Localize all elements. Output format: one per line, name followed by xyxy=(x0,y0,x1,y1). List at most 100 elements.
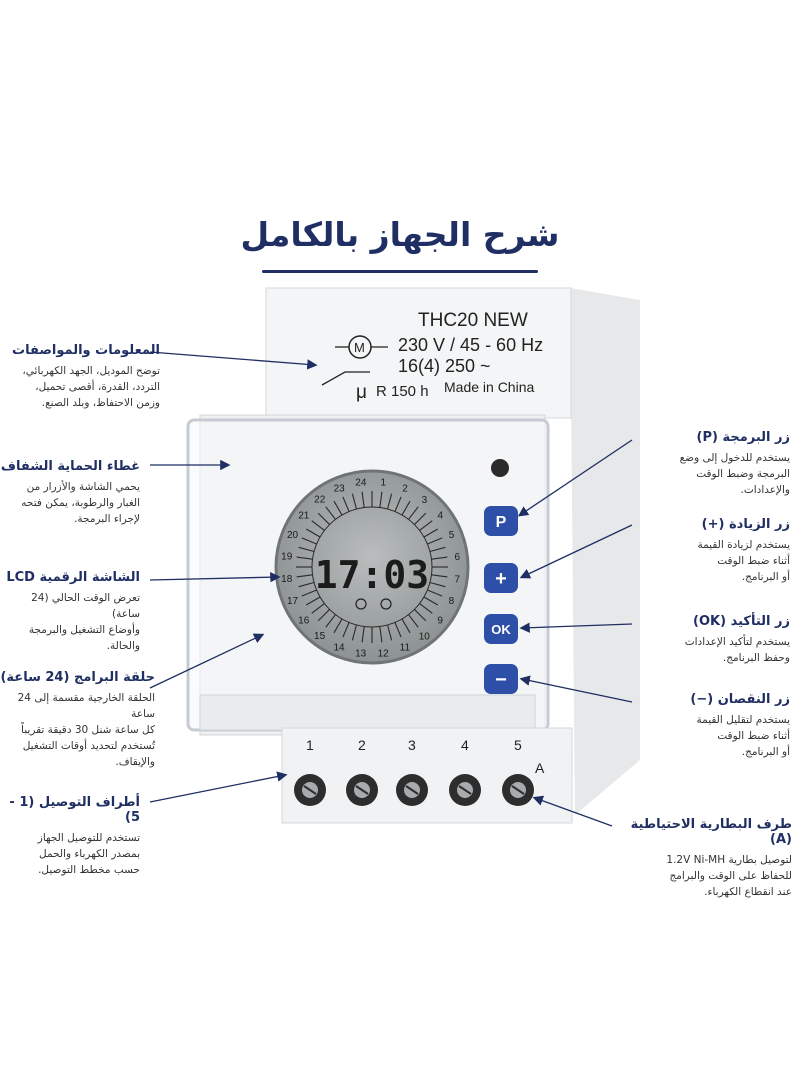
ring-segment xyxy=(301,537,317,545)
ring-segment xyxy=(386,493,393,510)
button-ok-label: OK xyxy=(491,622,511,637)
page-title: شرح الجهاز بالكامل xyxy=(240,215,560,254)
ring-segment xyxy=(311,520,325,531)
annotation-info-line: توضح الموديل، الجهد الكهربائي، xyxy=(22,365,160,377)
reset-knob[interactable] xyxy=(491,459,509,477)
annotation-terminals-title: أطراف التوصيل (1 - 5) xyxy=(9,795,140,825)
device-side xyxy=(570,288,640,815)
ring-segment xyxy=(351,493,358,510)
terminal-screw-slot xyxy=(355,785,369,795)
bulb-icon xyxy=(355,598,367,610)
annotation-plus-line: أثناء ضبط الوقت xyxy=(717,555,790,567)
ring-segment xyxy=(419,520,433,531)
cover-bottom-lip xyxy=(199,694,536,731)
annotation-terminals: أطراف التوصيل (1 - 5) تستخدم للتوصيل الج… xyxy=(0,795,140,878)
annotation-prog-line: يستخدم للدخول إلى وضع xyxy=(679,452,790,464)
annotation-ring-title: حلقة البرامج (24 ساعة) xyxy=(0,670,155,685)
terminal-screw-slot xyxy=(458,785,472,795)
ring-number: 16 xyxy=(298,615,310,626)
leader-ring xyxy=(149,633,265,689)
ring-number: 12 xyxy=(378,648,390,659)
ring-number: 13 xyxy=(355,648,367,659)
annotation-battery-line: عند انقطاع الكهرباء. xyxy=(704,886,792,898)
ring-segment xyxy=(361,626,365,643)
annotation-cover-line: الغبار والرطوبة، يمكن فتحه xyxy=(21,497,140,509)
ring-segment xyxy=(427,537,443,545)
ring-segment xyxy=(379,626,383,643)
ring-segment xyxy=(325,506,336,520)
button-p[interactable]: P xyxy=(484,506,518,536)
annotation-battery-title: طرف البطارية الاحتياطية (A) xyxy=(630,817,792,847)
clock-icon xyxy=(380,598,392,610)
annotation-battery-line: للحفاظ على الوقت والبرامج xyxy=(669,870,792,882)
ring-number: 3 xyxy=(422,495,428,506)
annotation-battery: طرف البطارية الاحتياطية (A) لتوصيل بطاري… xyxy=(610,817,792,900)
ring-number: 5 xyxy=(449,530,455,541)
ring-segment xyxy=(431,574,448,578)
ring-segment xyxy=(298,581,315,588)
ring-segment xyxy=(394,496,402,512)
ring-number: 19 xyxy=(281,552,293,563)
reserve-label: R 150 h xyxy=(376,383,429,400)
annotation-info-title: المعلومات والمواصفات xyxy=(12,343,160,358)
ring-segment xyxy=(379,491,383,508)
annotation-info-line: وزمن الاحتفاظ، وبلد الصنع. xyxy=(41,397,160,409)
annotation-lcd-title: الشاشة الرقمية LCD xyxy=(6,570,140,585)
annotation-prog-line: والإعدادات. xyxy=(740,484,791,496)
annotation-plus-title: زر الزيادة (+) xyxy=(701,517,790,532)
annotation-ok-title: زر التأكيد (OK) xyxy=(693,614,790,629)
leader-info xyxy=(149,351,318,370)
ring-segment xyxy=(429,546,446,553)
annotation-plus: زر الزيادة (+) يستخدم لزيادة القيمة أثناء… xyxy=(640,517,790,585)
terminal-screw-slot xyxy=(405,785,419,795)
top-panel xyxy=(265,287,572,419)
ring-number: 7 xyxy=(454,574,460,585)
voltage-label: 230 V / 45 - 60 Hz xyxy=(398,335,543,355)
ring-segment xyxy=(301,589,317,597)
ring-number: 15 xyxy=(314,631,326,642)
terminal-number: 2 xyxy=(358,737,366,753)
ring-number: 22 xyxy=(314,495,326,506)
ring-segment xyxy=(311,603,325,614)
ring-number: 11 xyxy=(400,642,411,653)
terminal-block xyxy=(281,727,573,824)
annotation-plus-line: يستخدم لزيادة القيمة xyxy=(697,539,790,551)
ring-segment xyxy=(317,609,330,622)
button-p-label: P xyxy=(496,514,507,531)
ring-segment xyxy=(408,614,419,628)
ring-number: 21 xyxy=(298,511,310,522)
terminal-screw-slot xyxy=(511,785,525,795)
ring-segment xyxy=(342,496,350,512)
annotation-ring-line: كل ساعة شنل 30 دقيقة تقريباً xyxy=(21,724,155,736)
ring-segment xyxy=(414,609,427,622)
annotation-terminals-line: تستخدم للتوصيل الجهاز xyxy=(37,832,140,844)
ring-segment xyxy=(427,589,443,597)
ring-segment xyxy=(361,491,365,508)
annotation-lcd: الشاشة الرقمية LCD تعرض الوقت الحالي (24… xyxy=(0,570,140,654)
ring-number: 9 xyxy=(437,615,443,626)
annotation-terminals-line: حسب مخطط التوصيل. xyxy=(38,864,140,876)
annotation-minus-line: يستخدم لتقليل القيمة xyxy=(696,714,791,726)
annotation-cover-title: غطاء الحماية الشفاف xyxy=(0,459,140,474)
ring-inner-circle xyxy=(311,506,433,628)
terminal-number: 4 xyxy=(461,737,469,753)
switch-icon xyxy=(321,371,370,386)
ring-segment xyxy=(386,624,393,641)
annotation-lcd-line: والحالة. xyxy=(106,640,140,652)
annotation-plus-line: أو البرنامج. xyxy=(741,571,790,583)
ring-segment xyxy=(401,500,411,516)
annotation-ring: حلقة البرامج (24 ساعة) الحلقة الخارجية م… xyxy=(0,670,155,770)
button-plus[interactable]: + xyxy=(484,563,518,593)
annotation-info: المعلومات والمواصفات توضح الموديل، الجهد… xyxy=(10,343,160,411)
annotation-prog-title: زر البرمجة (P) xyxy=(696,430,790,445)
button-minus[interactable]: − xyxy=(484,664,518,694)
button-ok[interactable]: OK xyxy=(484,614,518,644)
ring-segment xyxy=(333,500,343,516)
annotation-ring-line: الحلقة الخارجية مقسمة إلى 24 ساعة xyxy=(17,692,155,720)
ring-number: 8 xyxy=(449,596,455,607)
